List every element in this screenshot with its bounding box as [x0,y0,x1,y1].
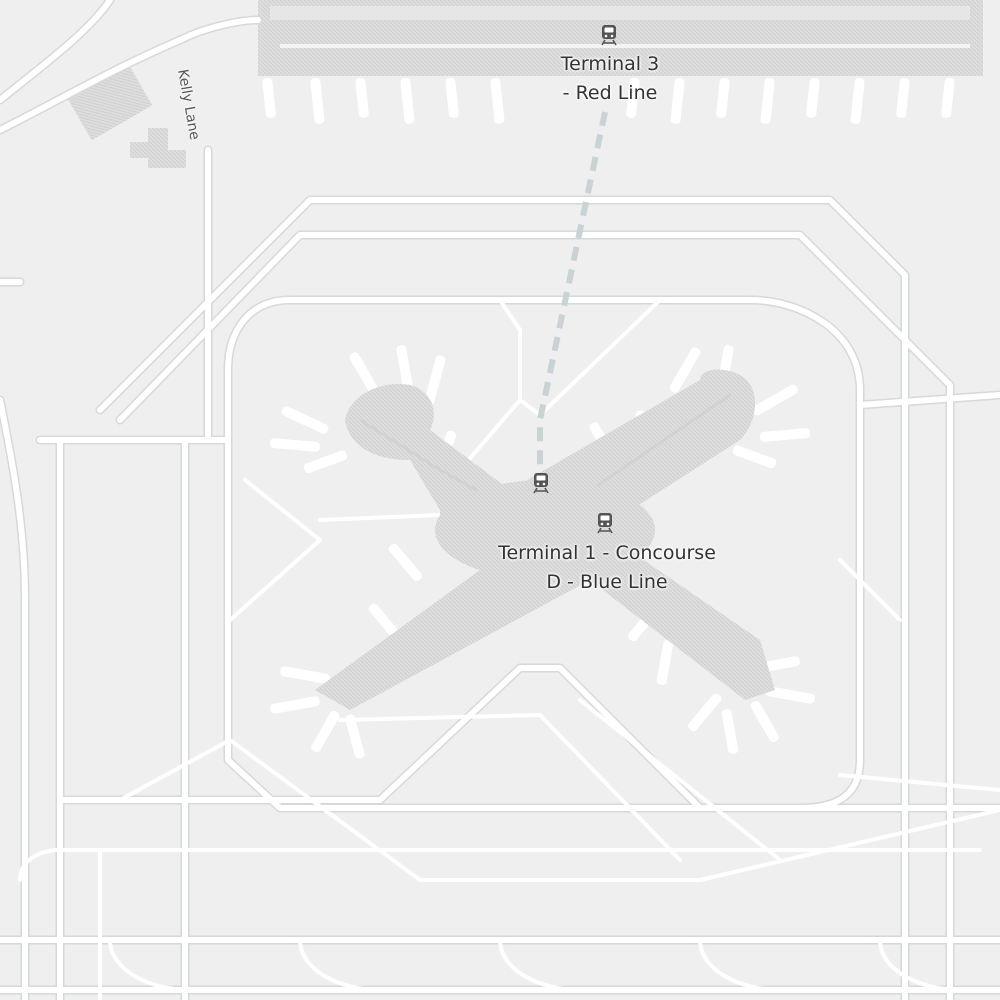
terminal-1-label-line2: D - Blue Line [546,571,668,593]
rail-line [537,111,608,480]
station-terminal3-train-icon[interactable] [599,24,619,46]
terminal-3-label-line2: - Red Line [562,82,658,104]
terminal-3-label[interactable]: Terminal 3 - Red Line [520,50,700,108]
buildings-northwest [67,63,186,168]
terminal-3-label-line1: Terminal 3 [560,53,660,75]
station-center-train-icon[interactable] [531,472,551,494]
terminal-1-building [269,345,815,759]
terminal-1-label-line1: Terminal 1 - Concourse [498,542,716,564]
terminal-1-label[interactable]: Terminal 1 - Concourse D - Blue Line [470,539,744,597]
terminal-3-building [258,0,983,124]
station-terminal1-train-icon[interactable] [595,512,615,534]
